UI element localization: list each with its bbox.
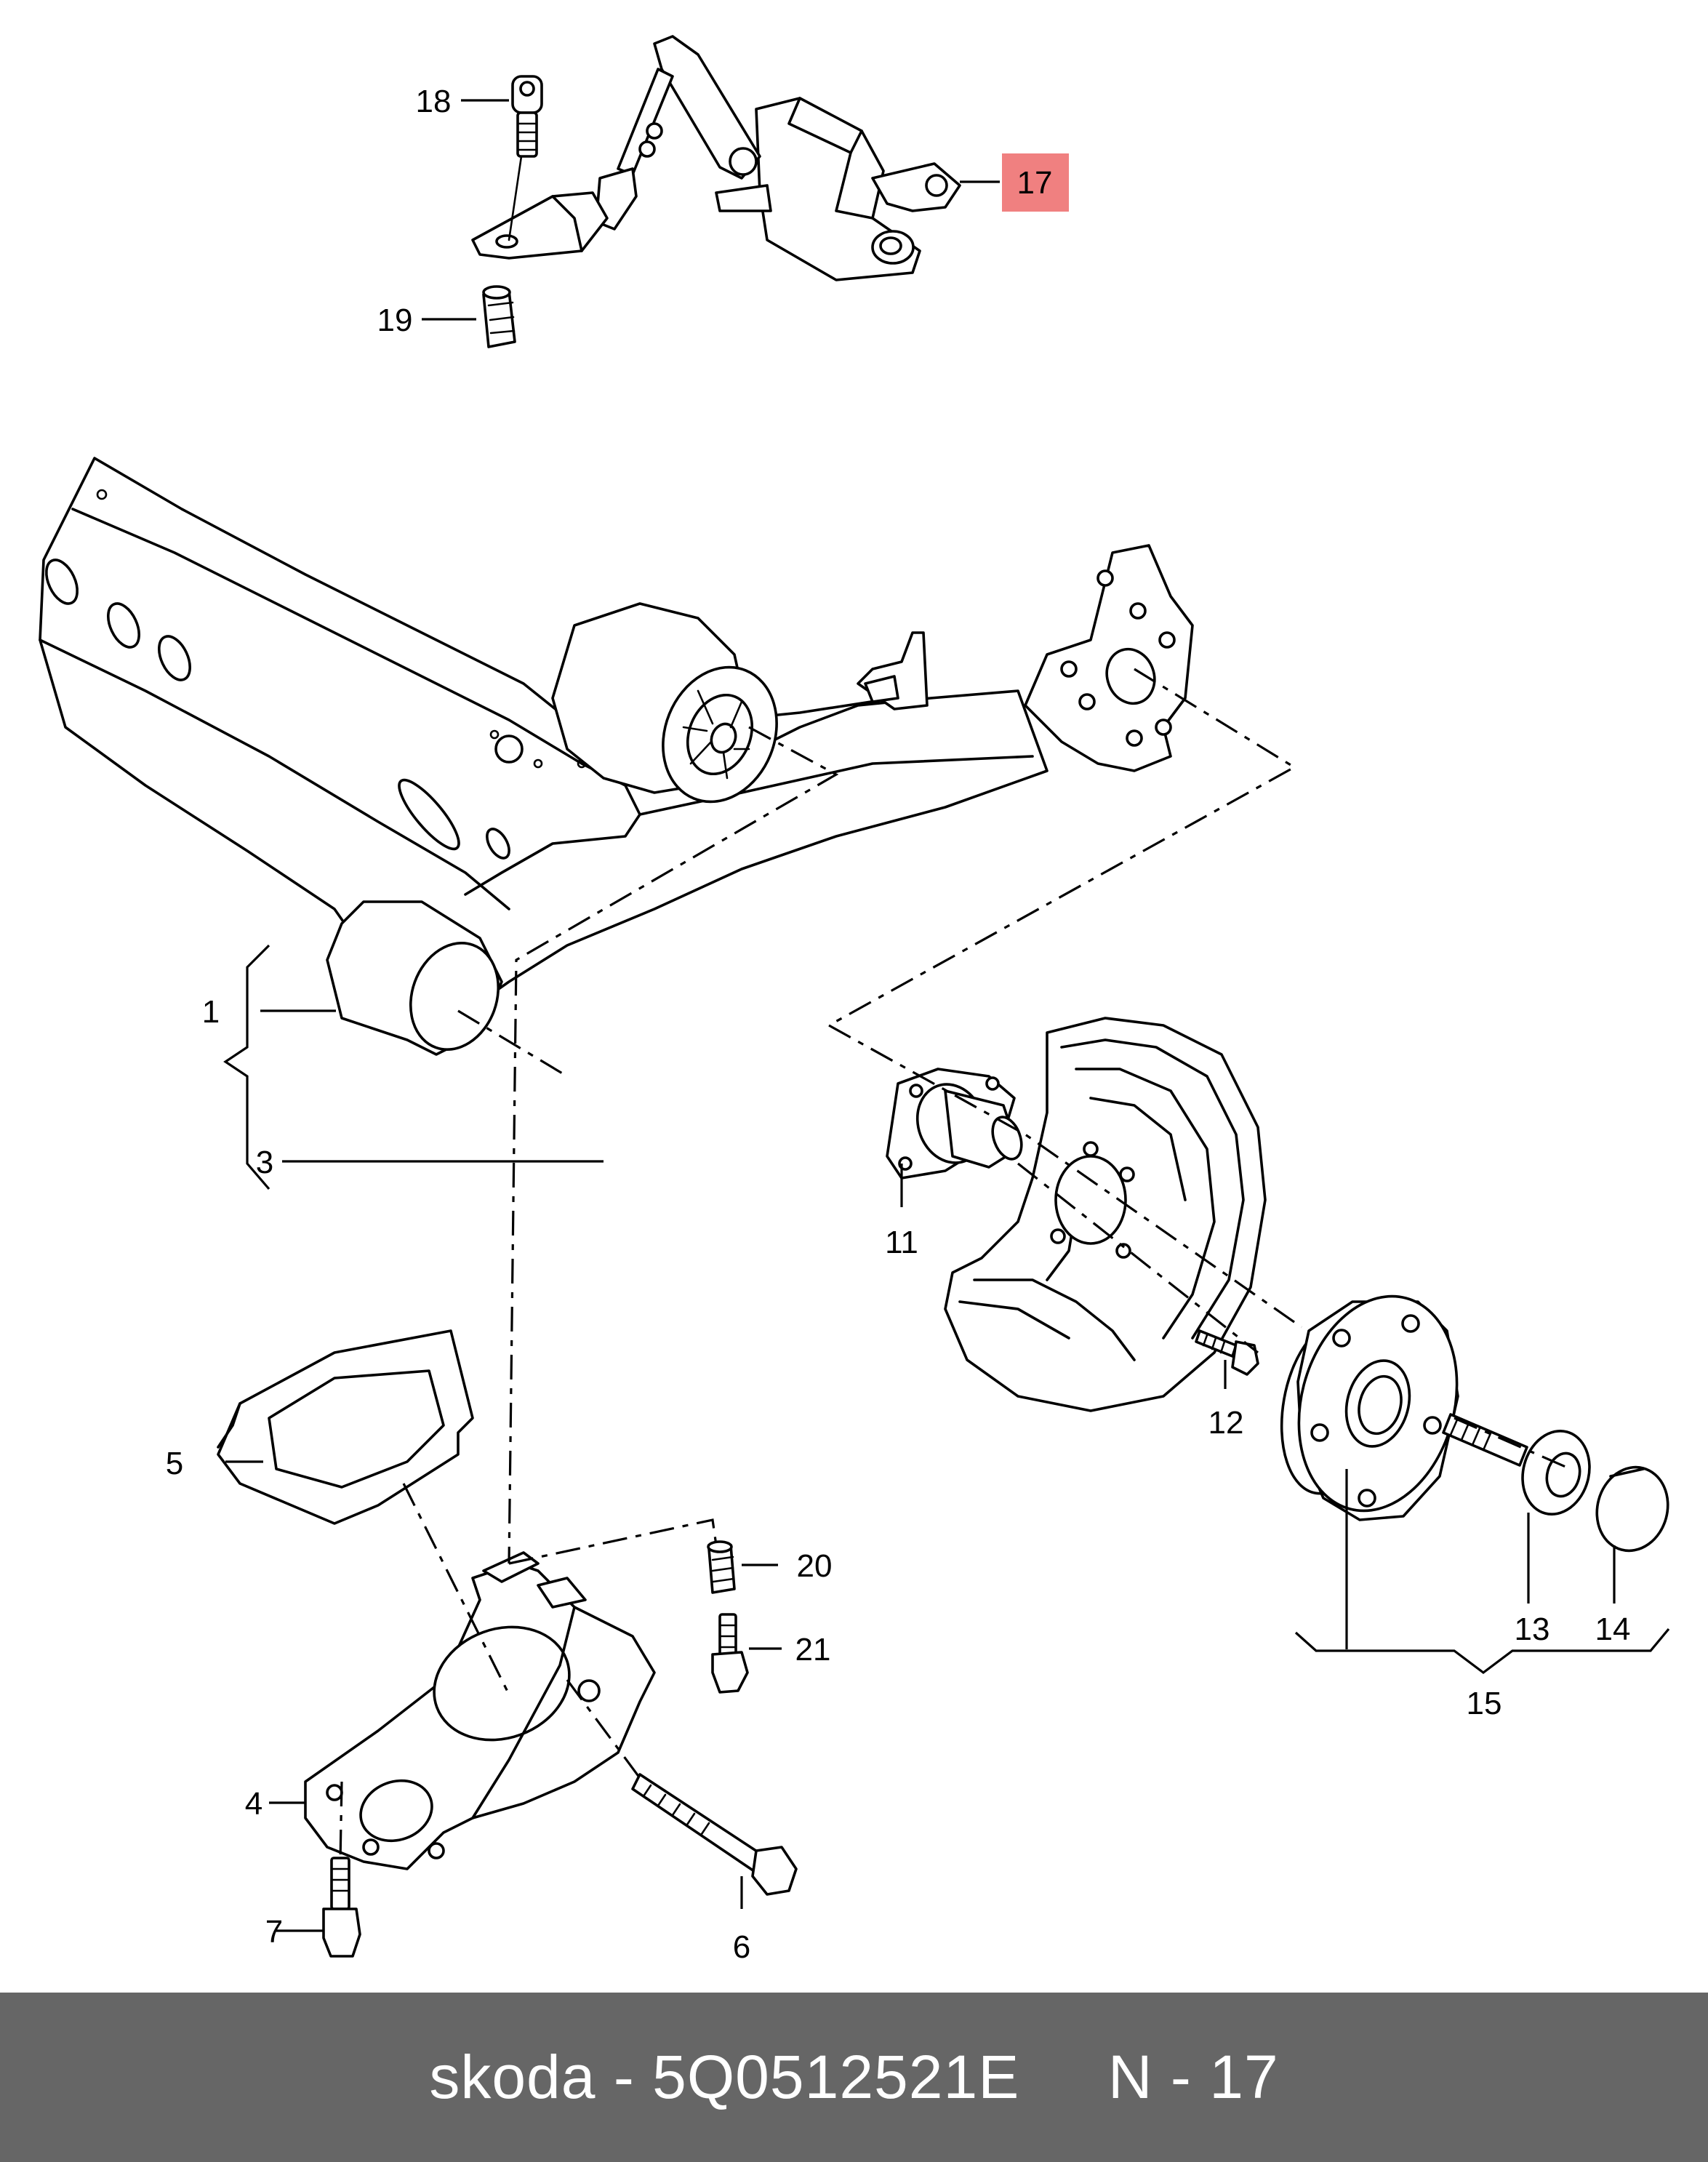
nut-20 bbox=[707, 1540, 736, 1594]
callout-18: 18 bbox=[416, 84, 452, 119]
callout-19: 19 bbox=[377, 303, 413, 338]
callout-6: 6 bbox=[733, 1929, 750, 1965]
dust-cap-14 bbox=[1595, 1465, 1669, 1553]
rear-axle-beam bbox=[39, 457, 1194, 1056]
level-sensor-assembly bbox=[471, 35, 961, 281]
bolt-7 bbox=[322, 1857, 361, 1958]
hub-bolt-13 bbox=[1442, 1413, 1591, 1516]
callout-14: 14 bbox=[1595, 1612, 1631, 1647]
callout-21: 21 bbox=[795, 1632, 831, 1667]
callout-5: 5 bbox=[166, 1446, 183, 1481]
part-number-caption: skoda - 5Q0512521E N - 17 bbox=[429, 2043, 1279, 2111]
callout-7: 7 bbox=[265, 1914, 283, 1950]
wheel-hub-15 bbox=[1280, 1294, 1459, 1521]
callout-11: 11 bbox=[885, 1225, 918, 1260]
callout-20: 20 bbox=[797, 1548, 833, 1584]
assembly-lines bbox=[339, 668, 1571, 1862]
parts-diagram: 17 18 19 1 3 5 4 7 6 20 21 11 12 13 14 1… bbox=[39, 35, 1670, 1965]
highlight-box-17 bbox=[1002, 153, 1069, 212]
bolt-21 bbox=[711, 1613, 749, 1694]
footer-bar: skoda - 5Q0512521E N - 17 bbox=[0, 1993, 1708, 2162]
callout-1: 1 bbox=[202, 994, 220, 1030]
callout-17: 17 bbox=[1017, 165, 1053, 201]
callout-15: 15 bbox=[1467, 1686, 1502, 1721]
nut-19 bbox=[482, 285, 516, 348]
callout-13: 13 bbox=[1515, 1612, 1550, 1647]
bushing-3 bbox=[551, 602, 778, 804]
brake-backing-plate bbox=[944, 1017, 1267, 1412]
mounting-plate-5 bbox=[217, 1329, 474, 1525]
callout-12: 12 bbox=[1208, 1405, 1244, 1441]
bolt-18 bbox=[508, 75, 543, 241]
mounting-bracket-4 bbox=[304, 1551, 656, 1870]
callout-4: 4 bbox=[245, 1786, 262, 1822]
callout-labels: 17 18 19 1 3 5 4 7 6 20 21 11 12 13 14 1… bbox=[166, 84, 1631, 1965]
leader-lines bbox=[223, 99, 1670, 1932]
bolt-6 bbox=[631, 1773, 798, 1896]
callout-3: 3 bbox=[256, 1145, 273, 1180]
stub-axle-11 bbox=[886, 1068, 1023, 1180]
bolt-12 bbox=[1195, 1329, 1259, 1376]
